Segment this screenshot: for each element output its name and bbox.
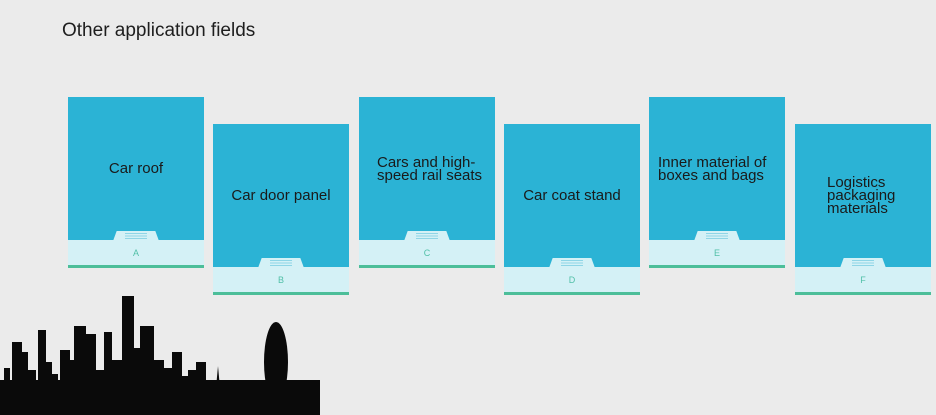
card-bottom: B — [213, 267, 349, 292]
card-top: Cars and high-speed rail seats — [359, 97, 495, 240]
card-label: Car door panel — [231, 187, 331, 204]
card-logistics-packaging-materials: Logistics packaging materials F — [795, 124, 931, 295]
card-inner-material-of-boxes-and-bags: Inner material of boxes and bags E — [649, 97, 785, 268]
card-car-door-panel: Car door panel B — [213, 124, 349, 295]
card-letter: F — [860, 275, 866, 285]
card-accent-bar — [213, 292, 349, 295]
card-letter: C — [423, 248, 431, 258]
city-skyline-icon — [0, 296, 320, 415]
card-bottom: E — [649, 240, 785, 265]
card-letter: D — [568, 275, 576, 285]
tab-icon — [840, 258, 886, 268]
card-accent-bar — [649, 265, 785, 268]
tab-icon — [258, 258, 304, 268]
card-label: Inner material of boxes and bags — [658, 153, 767, 184]
tab-icon — [113, 231, 159, 241]
card-cars-and-high-speed-rail-seats: Cars and high-speed rail seats C — [359, 97, 495, 268]
card-car-coat-stand: Car coat stand D — [504, 124, 640, 295]
card-top: Car roof — [68, 97, 204, 240]
card-label: Logistics packaging materials — [827, 174, 896, 217]
card-bottom: C — [359, 240, 495, 265]
card-bottom: F — [795, 267, 931, 292]
card-bottom: D — [504, 267, 640, 292]
card-top: Car coat stand — [504, 124, 640, 267]
tab-icon — [404, 231, 450, 241]
tab-icon — [694, 231, 740, 241]
card-letter: E — [713, 248, 720, 258]
card-top: Inner material of boxes and bags — [649, 97, 785, 240]
card-accent-bar — [359, 265, 495, 268]
page-title: Other application fields — [62, 20, 256, 41]
card-accent-bar — [795, 292, 931, 295]
card-accent-bar — [68, 265, 204, 268]
card-label: Cars and high-speed rail seats — [377, 153, 483, 184]
card-label: Car roof — [108, 160, 164, 177]
card-accent-bar — [504, 292, 640, 295]
tab-icon — [549, 258, 595, 268]
card-bottom: A — [68, 240, 204, 265]
card-top: Logistics packaging materials — [795, 124, 931, 267]
card-letter: A — [132, 248, 139, 258]
card-letter: B — [277, 275, 284, 285]
card-top: Car door panel — [213, 124, 349, 267]
card-label: Car coat stand — [523, 187, 621, 204]
card-car-roof: Car roof A — [68, 97, 204, 268]
